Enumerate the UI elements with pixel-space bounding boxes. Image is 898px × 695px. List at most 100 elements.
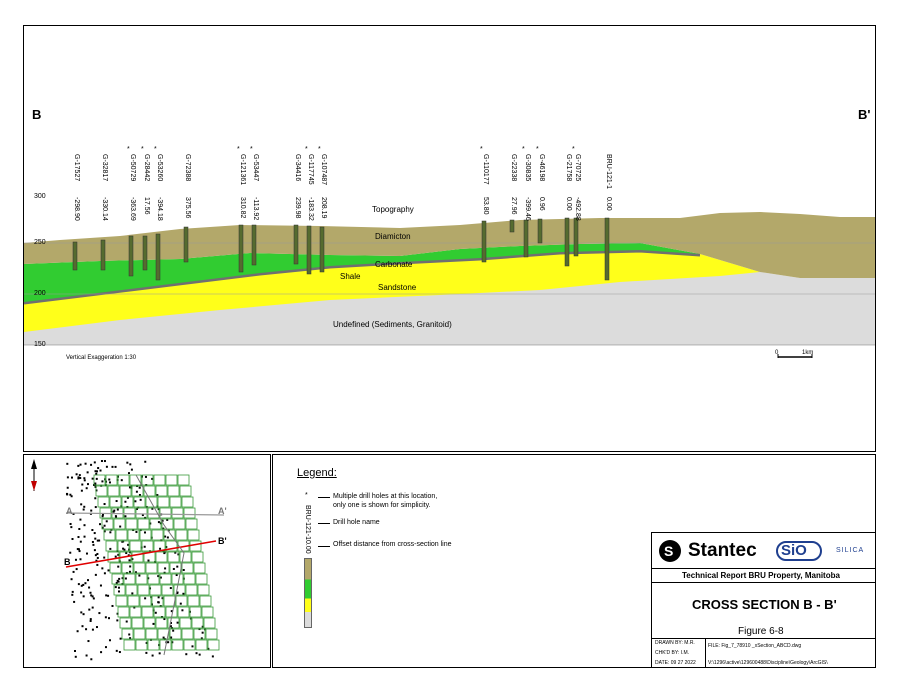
drill-hole-dot bbox=[95, 489, 98, 492]
drill-hole-dot bbox=[84, 582, 87, 585]
claim-cell bbox=[121, 562, 134, 574]
drill-hole-dot bbox=[124, 500, 127, 503]
drill-hole-dot bbox=[133, 606, 136, 609]
drill-hole-dot bbox=[78, 550, 81, 553]
claim-cell bbox=[117, 474, 130, 486]
section-label-b-prime: B' bbox=[858, 107, 871, 122]
drill-hole-name: G-107487 bbox=[320, 154, 327, 186]
claim-cell bbox=[97, 496, 110, 508]
drill-hole-dot bbox=[195, 652, 198, 655]
claim-cell bbox=[105, 474, 118, 486]
drawing-title: CROSS SECTION B - B' bbox=[692, 597, 837, 612]
drill-hole-dot bbox=[124, 515, 127, 518]
drill-hole bbox=[537, 218, 543, 244]
drill-hole bbox=[183, 226, 189, 263]
drill-hole-offset: -298.90 bbox=[73, 197, 80, 221]
drill-hole-dot bbox=[182, 592, 185, 595]
drill-hole-dot bbox=[107, 569, 110, 572]
claim-cell bbox=[159, 573, 172, 585]
drill-hole-dot bbox=[83, 477, 86, 480]
legend-sample-offset: 0.00 bbox=[304, 540, 311, 554]
drill-hole-dot bbox=[71, 538, 74, 541]
drill-hole-dot bbox=[94, 484, 97, 487]
drill-hole-offset: 208.19 bbox=[320, 197, 327, 219]
drill-hole-dot bbox=[103, 524, 106, 527]
claim-cell bbox=[117, 540, 130, 552]
drill-hole-dot bbox=[182, 569, 185, 572]
drill-hole-dot bbox=[77, 583, 80, 586]
drill-hole-dot bbox=[77, 476, 80, 479]
drill-hole-dot bbox=[114, 555, 117, 558]
drill-hole-dot bbox=[69, 493, 72, 496]
drill-hole-dot bbox=[75, 473, 78, 476]
drill-hole-dot bbox=[80, 489, 83, 492]
drill-hole-dot bbox=[158, 652, 161, 655]
report-name: Technical Report BRU Property, Manitoba bbox=[682, 571, 840, 580]
drill-hole-dot bbox=[117, 565, 120, 568]
drill-hole-dot bbox=[126, 461, 129, 464]
drill-hole-dot bbox=[92, 543, 95, 546]
claim-cell bbox=[187, 595, 200, 607]
drill-hole-dot bbox=[93, 532, 96, 535]
drill-hole-dot bbox=[137, 506, 140, 509]
north-arrow-icon bbox=[31, 459, 37, 491]
shale-layer bbox=[23, 249, 701, 305]
drill-hole-dot bbox=[129, 463, 132, 466]
claim-cell bbox=[143, 485, 156, 497]
drill-hole-dot bbox=[90, 463, 93, 466]
drill-hole-dot bbox=[124, 577, 127, 580]
drill-hole-name: G-46198 bbox=[538, 154, 545, 182]
drill-hole-dot bbox=[96, 552, 99, 555]
claim-cell bbox=[107, 485, 120, 497]
claim-cell bbox=[135, 639, 148, 651]
drill-hole-dot bbox=[144, 475, 147, 478]
claim-cell bbox=[111, 573, 124, 585]
drill-hole-dot bbox=[94, 554, 97, 557]
stantec-logo-icon: S bbox=[659, 540, 681, 562]
drill-hole-dot bbox=[86, 471, 89, 474]
drill-hole-dot bbox=[170, 610, 173, 613]
drill-hole bbox=[128, 235, 134, 277]
claim-cell bbox=[163, 595, 176, 607]
legend-sample-name: BRU-121-1 bbox=[304, 505, 311, 541]
drill-hole-dot bbox=[145, 651, 148, 654]
drill-hole-dot bbox=[107, 594, 110, 597]
drill-hole-dot bbox=[97, 467, 100, 470]
drill-hole-dot bbox=[105, 520, 108, 523]
claim-cell bbox=[157, 496, 170, 508]
claim-cell bbox=[147, 573, 160, 585]
drill-hole-dot bbox=[111, 604, 114, 607]
drill-hole-dot bbox=[80, 591, 83, 594]
map-label-a: A bbox=[66, 506, 73, 516]
drill-hole-dot bbox=[93, 461, 96, 464]
claim-cell bbox=[137, 584, 150, 596]
drill-hole-dot bbox=[72, 570, 75, 573]
drill-hole-dot bbox=[90, 594, 93, 597]
drill-hole-dot bbox=[176, 621, 179, 624]
drill-hole-dot bbox=[98, 612, 101, 615]
claim-cell bbox=[201, 606, 214, 618]
claim-cell bbox=[151, 529, 164, 541]
drill-hole-name: G-70725 bbox=[574, 154, 581, 182]
drill-hole-dot bbox=[126, 496, 129, 499]
elev-tick-250: 250 bbox=[34, 239, 46, 246]
drill-hole-dot bbox=[69, 551, 72, 554]
claim-cell bbox=[153, 474, 166, 486]
drill-hole-dot bbox=[98, 539, 101, 542]
title-divider-3 bbox=[652, 638, 875, 639]
drill-hole-dot bbox=[82, 613, 85, 616]
drill-hole-dot bbox=[90, 509, 93, 512]
drill-hole-dot bbox=[99, 469, 102, 472]
drill-hole-dot bbox=[114, 515, 117, 518]
drill-hole-dot bbox=[76, 548, 79, 551]
vertical-exaggeration: Vertical Exaggeration 1:30 bbox=[66, 355, 137, 361]
drill-hole-dot bbox=[166, 518, 169, 521]
claim-cell bbox=[93, 474, 106, 486]
drill-hole-dot bbox=[77, 548, 80, 551]
drill-hole-dot bbox=[116, 478, 119, 481]
legend-multiple-holes: Multiple drill holes at this location, bbox=[333, 493, 438, 500]
drill-hole-dot bbox=[101, 515, 104, 518]
drill-hole-dot bbox=[163, 618, 166, 621]
drill-hole-name: G-50729 bbox=[129, 154, 136, 182]
drill-hole-dot bbox=[201, 631, 204, 634]
